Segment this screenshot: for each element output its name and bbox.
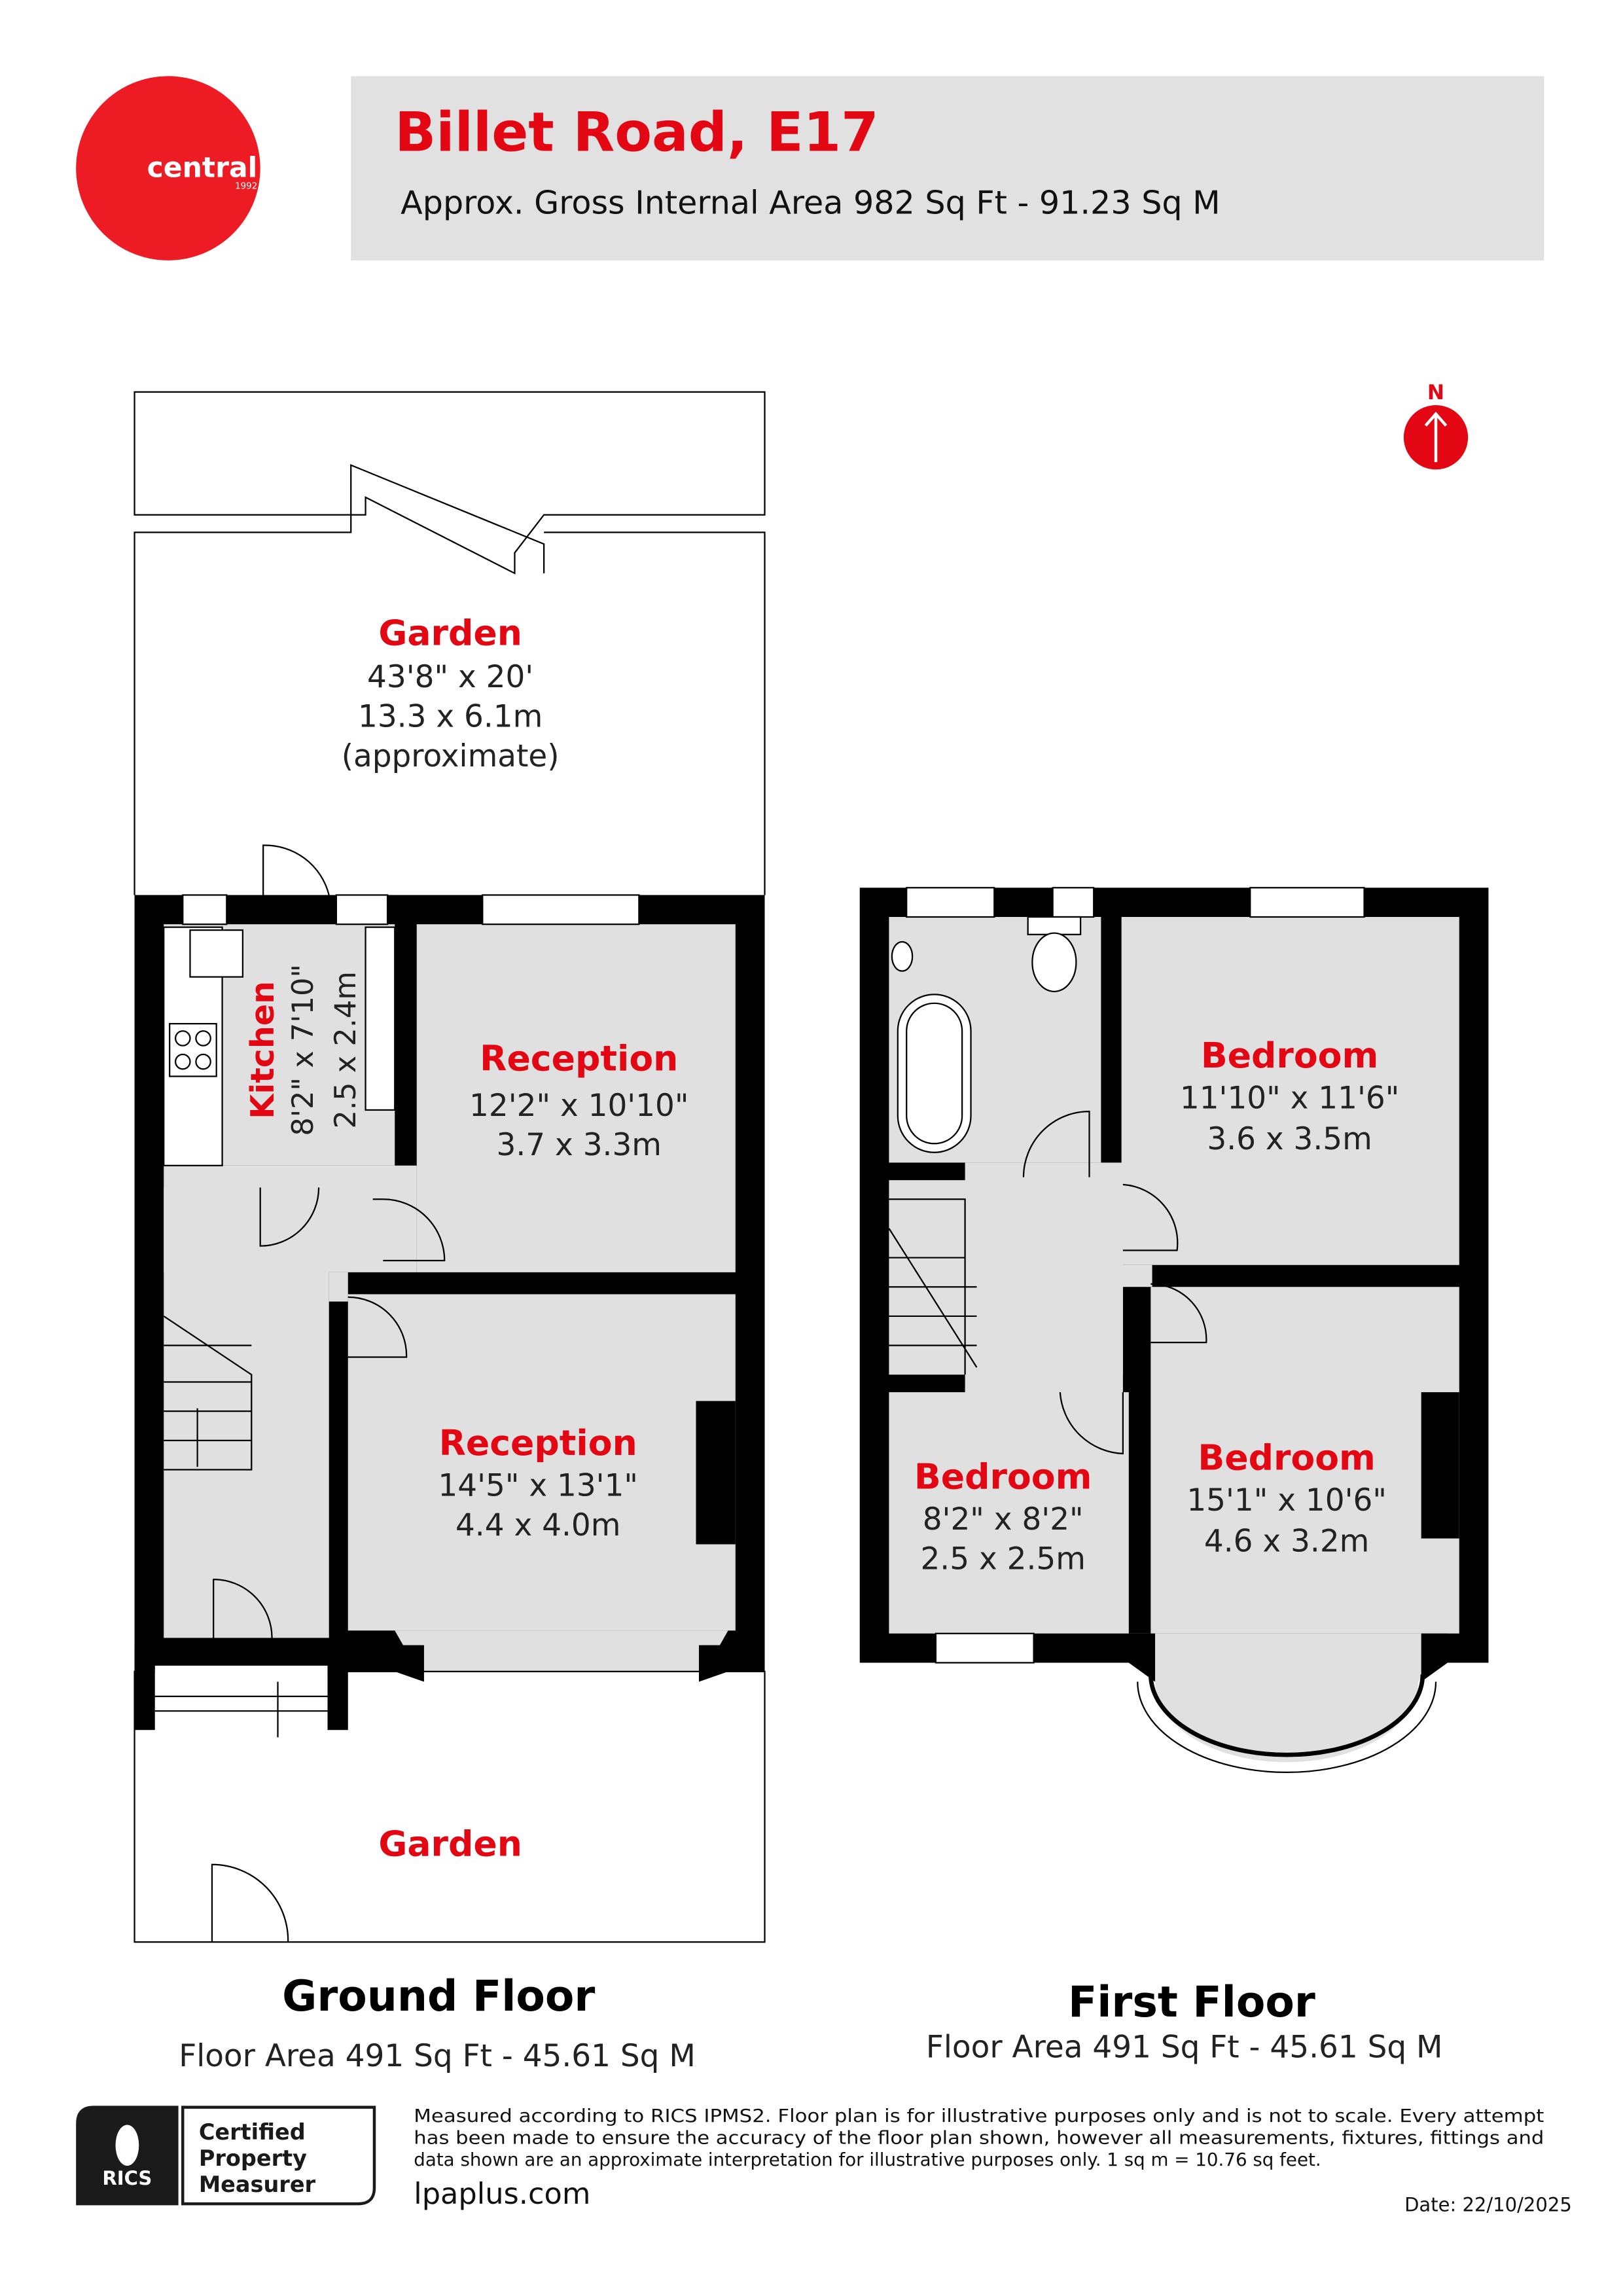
svg-text:Bedroom: Bedroom — [914, 1456, 1092, 1498]
room-garden-rear: Garden 43'8" x 20' 13.3 x 6.1m (approxim… — [342, 612, 560, 774]
logo-text: central — [147, 152, 258, 184]
svg-text:15'1" x 10'6": 15'1" x 10'6" — [1186, 1482, 1387, 1518]
svg-text:43'8" x 20': 43'8" x 20' — [367, 659, 533, 695]
room-bedroom-front: Bedroom 15'1" x 10'6" 4.6 x 3.2m — [1186, 1437, 1387, 1560]
svg-text:has been made to ensure the ac: has been made to ensure the accuracy of … — [414, 2127, 1544, 2149]
svg-text:Bedroom: Bedroom — [1201, 1035, 1379, 1076]
staircase — [888, 1198, 978, 1375]
first-floor-plan — [859, 887, 1489, 1774]
svg-text:Bedroom: Bedroom — [1198, 1437, 1376, 1479]
svg-text:8'2" x 7'10": 8'2" x 7'10" — [286, 964, 320, 1136]
first-floor-area: Floor Area 491 Sq Ft - 45.61 Sq M — [926, 2030, 1443, 2066]
svg-text:11'10" x 11'6": 11'10" x 11'6" — [1180, 1081, 1399, 1117]
room-garden-front: Garden — [378, 1823, 522, 1864]
svg-text:4.4 x 4.0m: 4.4 x 4.0m — [455, 1507, 620, 1543]
svg-text:Measured according to RICS IPM: Measured according to RICS IPMS2. Floor … — [414, 2105, 1544, 2126]
svg-text:12'2" x 10'10": 12'2" x 10'10" — [469, 1088, 688, 1124]
svg-text:N: N — [1427, 381, 1444, 404]
svg-text:2.5 x 2.5m: 2.5 x 2.5m — [920, 1541, 1085, 1577]
svg-text:Kitchen: Kitchen — [243, 981, 281, 1119]
room-bedroom-rear: Bedroom 11'10" x 11'6" 3.6 x 3.5m — [1180, 1035, 1399, 1157]
svg-text:3.6 x 3.5m: 3.6 x 3.5m — [1207, 1121, 1372, 1157]
svg-text:13.3 x 6.1m: 13.3 x 6.1m — [358, 699, 543, 735]
north-arrow-icon: N — [1403, 381, 1469, 470]
gross-area: Approx. Gross Internal Area 982 Sq Ft - … — [401, 183, 1220, 221]
logo-year: 1992 — [235, 181, 257, 191]
svg-text:(approximate): (approximate) — [342, 738, 560, 774]
first-floor-title: First Floor — [1068, 1978, 1315, 2027]
website-link[interactable]: lpaplus.com — [414, 2177, 590, 2211]
svg-text:4.6 x 3.2m: 4.6 x 3.2m — [1204, 1524, 1369, 1560]
svg-text:2.5 x 2.4m: 2.5 x 2.4m — [329, 971, 363, 1128]
svg-text:Garden: Garden — [378, 612, 522, 653]
room-kitchen: Kitchen 8'2" x 7'10" 2.5 x 2.4m — [243, 964, 363, 1136]
svg-text:Certified: Certified — [199, 2119, 306, 2145]
staircase — [163, 1316, 253, 1471]
svg-text:data shown are an approximate: data shown are an approximate interpreta… — [414, 2149, 1321, 2170]
property-title: Billet Road, E17 — [395, 101, 878, 164]
ground-floor-title: Ground Floor — [282, 1972, 595, 2021]
room-bedroom-small: Bedroom 8'2" x 8'2" 2.5 x 2.5m — [914, 1456, 1092, 1577]
ground-floor-area: Floor Area 491 Sq Ft - 45.61 Sq M — [179, 2038, 696, 2074]
svg-text:Reception: Reception — [480, 1038, 678, 1079]
room-reception-front: Reception 14'5" x 13'1" 4.4 x 4.0m — [438, 1422, 638, 1543]
svg-text:Measurer: Measurer — [199, 2172, 316, 2197]
brand-logo: central 1992 — [76, 76, 260, 260]
svg-text:Reception: Reception — [439, 1422, 637, 1463]
svg-text:3.7 x 3.3m: 3.7 x 3.3m — [497, 1127, 662, 1163]
ground-floor-plan — [134, 391, 766, 1943]
svg-text:Property: Property — [199, 2145, 307, 2171]
svg-text:8'2" x 8'2": 8'2" x 8'2" — [923, 1501, 1084, 1537]
svg-text:14'5" x 13'1": 14'5" x 13'1" — [438, 1468, 638, 1504]
header-panel — [351, 76, 1544, 260]
room-reception-rear: Reception 12'2" x 10'10" 3.7 x 3.3m — [469, 1038, 688, 1164]
rics-badge: RICS Certified Property Measurer — [76, 2106, 376, 2206]
svg-text:RICS: RICS — [102, 2167, 152, 2189]
plan-date: Date: 22/10/2025 — [1404, 2193, 1572, 2215]
disclaimer: Measured according to RICS IPMS2. Floor … — [414, 2105, 1544, 2170]
